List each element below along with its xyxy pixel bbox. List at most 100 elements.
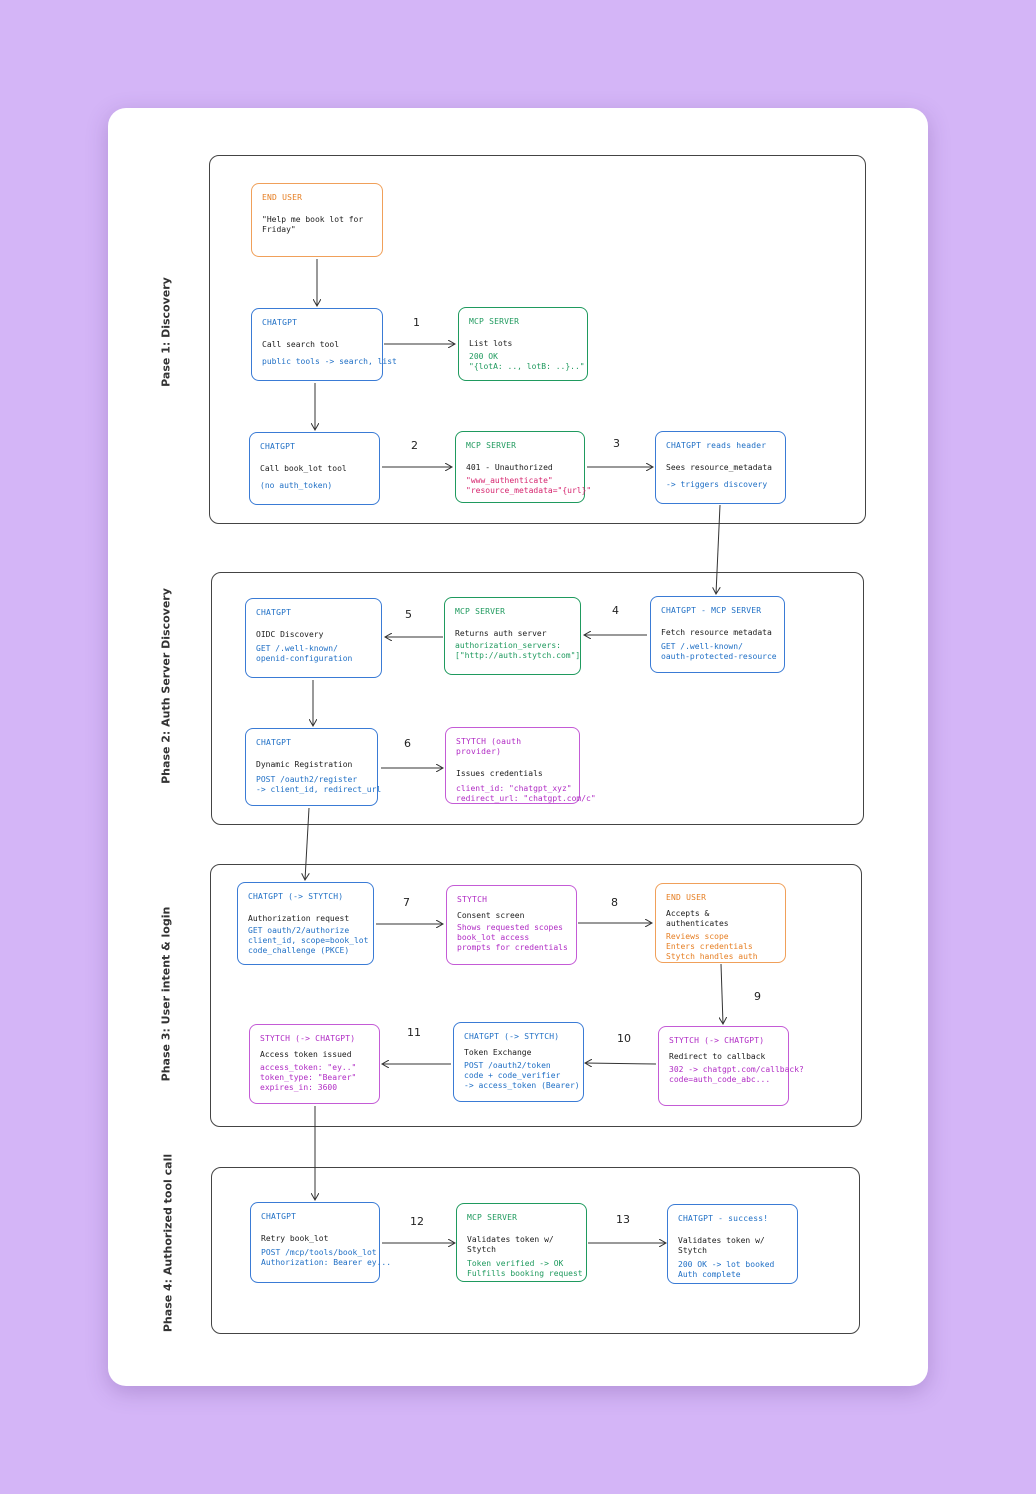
box-header: STYTCH (oauth provider) bbox=[456, 737, 522, 756]
box-detail: Shows requested scopes book_lot access p… bbox=[457, 923, 568, 952]
phase-4-frame bbox=[211, 1167, 860, 1334]
chatgpt-registration-box: CHATGPT Dynamic Registration POST /oauth… bbox=[245, 728, 382, 806]
chatgpt-retry-box: CHATGPT Retry book_lot POST /mcp/tools/b… bbox=[250, 1202, 392, 1283]
box-body: 401 - Unauthorized bbox=[466, 463, 553, 472]
box-detail: POST /oauth2/register -> client_id, redi… bbox=[256, 775, 382, 794]
box-body: Retry book_lot bbox=[261, 1234, 329, 1243]
step-number-10: 10 bbox=[617, 1032, 631, 1045]
box-body: Validates token w/ Stytch bbox=[678, 1236, 765, 1255]
arrow-header-to-fetch bbox=[716, 504, 721, 594]
box-body: Access token issued bbox=[260, 1050, 352, 1059]
box-header: CHATGPT reads header bbox=[666, 441, 767, 450]
stytch-credentials-box: STYTCH (oauth provider) Issues credentia… bbox=[445, 727, 596, 804]
chatgpt-success-box: CHATGPT - success! Validates token w/ St… bbox=[667, 1204, 798, 1284]
chatgpt-mcp-fetch-box: CHATGPT - MCP SERVER Fetch resource meta… bbox=[650, 596, 785, 673]
stytch-redirect-box: STYTCH (-> CHATGPT) Redirect to callback… bbox=[658, 1026, 804, 1106]
step-number-12: 12 bbox=[410, 1215, 424, 1228]
chatgpt-authorization-box: CHATGPT (-> STYTCH) Authorization reques… bbox=[237, 882, 374, 965]
box-detail: "www_authenticate" "resource_metadata="{… bbox=[466, 476, 592, 495]
box-header: CHATGPT - success! bbox=[678, 1214, 769, 1223]
mcp-validate-box: MCP SERVER Validates token w/ Stytch Tok… bbox=[456, 1203, 587, 1282]
box-detail: 200 OK "{lotA: .., lotB: ..}.." bbox=[469, 352, 585, 371]
step-number-1: 1 bbox=[413, 316, 420, 329]
box-header: END USER bbox=[666, 893, 707, 902]
box-detail: POST /mcp/tools/book_lot Authorization: … bbox=[261, 1248, 392, 1267]
box-body: Fetch resource metadata bbox=[661, 628, 772, 637]
step-number-13: 13 bbox=[616, 1213, 630, 1226]
step-number-9: 9 bbox=[754, 990, 761, 1003]
box-header: STYTCH (-> CHATGPT) bbox=[260, 1034, 356, 1043]
stytch-token-issued-box: STYTCH (-> CHATGPT) Access token issued … bbox=[249, 1024, 380, 1104]
step-number-11: 11 bbox=[407, 1026, 421, 1039]
box-header: CHATGPT (-> STYTCH) bbox=[248, 892, 344, 901]
box-header: MCP SERVER bbox=[466, 441, 517, 450]
box-header: CHATGPT bbox=[260, 442, 296, 451]
box-body: Issues credentials bbox=[456, 769, 543, 778]
box-body: OIDC Discovery bbox=[256, 630, 324, 639]
box-detail: 302 -> chatgpt.com/callback? code=auth_c… bbox=[669, 1065, 804, 1084]
box-detail: public tools -> search, list bbox=[262, 357, 397, 366]
step-number-6: 6 bbox=[404, 737, 411, 750]
step-number-2: 2 bbox=[411, 439, 418, 452]
box-detail: POST /oauth2/token code + code_verifier … bbox=[464, 1061, 580, 1090]
mcp-401-box: MCP SERVER 401 - Unauthorized "www_authe… bbox=[455, 431, 592, 503]
box-header: CHATGPT bbox=[262, 318, 298, 327]
step-number-7: 7 bbox=[403, 896, 410, 909]
arrow-reg-to-authz bbox=[305, 807, 310, 880]
phase-3-frame bbox=[210, 864, 862, 1127]
box-body: "Help me book lot for Friday" bbox=[262, 215, 364, 234]
box-header: CHATGPT - MCP SERVER bbox=[661, 606, 762, 615]
box-body: Returns auth server bbox=[455, 629, 547, 638]
arrow-step-10 bbox=[585, 1063, 657, 1064]
box-body: Redirect to callback bbox=[669, 1052, 766, 1061]
box-header: STYTCH bbox=[457, 895, 488, 904]
box-detail: GET /.well-known/ openid-configuration bbox=[256, 644, 353, 663]
mcp-list-box: MCP SERVER List lots 200 OK "{lotA: .., … bbox=[458, 307, 588, 381]
box-detail: access_token: "ey.." token_type: "Bearer… bbox=[260, 1063, 357, 1092]
phase-2-frame bbox=[211, 572, 864, 825]
box-header: CHATGPT bbox=[256, 608, 292, 617]
box-detail: 200 OK -> lot booked Auth complete bbox=[678, 1260, 775, 1279]
box-body: Token Exchange bbox=[464, 1048, 532, 1057]
box-body: Call book_lot tool bbox=[260, 464, 347, 473]
step-number-8: 8 bbox=[611, 896, 618, 909]
chatgpt-header-box: CHATGPT reads header Sees resource_metad… bbox=[655, 431, 786, 504]
chatgpt-search-box: CHATGPT Call search tool public tools ->… bbox=[251, 308, 397, 381]
box-body: Sees resource_metadata bbox=[666, 463, 772, 472]
box-body: Authorization request bbox=[248, 914, 350, 923]
arrow-step-9 bbox=[721, 963, 723, 1024]
phase-1-frame bbox=[209, 155, 866, 524]
box-header: CHATGPT bbox=[256, 738, 292, 747]
end-user-request-box: END USER "Help me book lot for Friday" bbox=[251, 183, 383, 257]
box-header: CHATGPT bbox=[261, 1212, 297, 1221]
box-header: MCP SERVER bbox=[455, 607, 506, 616]
box-detail: client_id: "chatgpt_xyz" redirect_url: "… bbox=[456, 784, 596, 803]
step-number-4: 4 bbox=[612, 604, 619, 617]
end-user-auth-box: END USER Accepts & authenticates Reviews… bbox=[655, 883, 786, 963]
box-body: Validates token w/ Stytch bbox=[467, 1235, 554, 1254]
box-detail: (no auth_token) bbox=[260, 481, 333, 490]
box-header: END USER bbox=[262, 193, 303, 202]
box-detail: -> triggers discovery bbox=[666, 480, 768, 489]
box-body: Consent screen bbox=[457, 911, 525, 920]
box-header: STYTCH (-> CHATGPT) bbox=[669, 1036, 765, 1045]
box-detail: authorization_servers: ["http://auth.sty… bbox=[455, 641, 581, 660]
box-body: List lots bbox=[469, 339, 513, 348]
mcp-auth-server-box: MCP SERVER Returns auth server authoriza… bbox=[444, 597, 581, 675]
chatgpt-book-box: CHATGPT Call book_lot tool (no auth_toke… bbox=[249, 432, 380, 505]
box-body: Dynamic Registration bbox=[256, 760, 353, 769]
box-detail: Reviews scope Enters credentials Stytch … bbox=[666, 932, 758, 961]
box-header: MCP SERVER bbox=[469, 317, 520, 326]
box-body: Accepts & authenticates bbox=[666, 909, 729, 928]
box-header: CHATGPT (-> STYTCH) bbox=[464, 1032, 560, 1041]
chatgpt-token-exchange-box: CHATGPT (-> STYTCH) Token Exchange POST … bbox=[453, 1022, 584, 1102]
chatgpt-oidc-box: CHATGPT OIDC Discovery GET /.well-known/… bbox=[245, 598, 382, 678]
box-header: MCP SERVER bbox=[467, 1213, 518, 1222]
step-number-3: 3 bbox=[613, 437, 620, 450]
box-body: Call search tool bbox=[262, 340, 340, 349]
box-detail: GET /.well-known/ oauth-protected-resour… bbox=[661, 642, 777, 661]
box-detail: GET oauth/2/authorize client_id, scope=b… bbox=[248, 926, 369, 955]
box-detail: Token verified -> OK Fulfills booking re… bbox=[467, 1259, 583, 1278]
step-number-5: 5 bbox=[405, 608, 412, 621]
